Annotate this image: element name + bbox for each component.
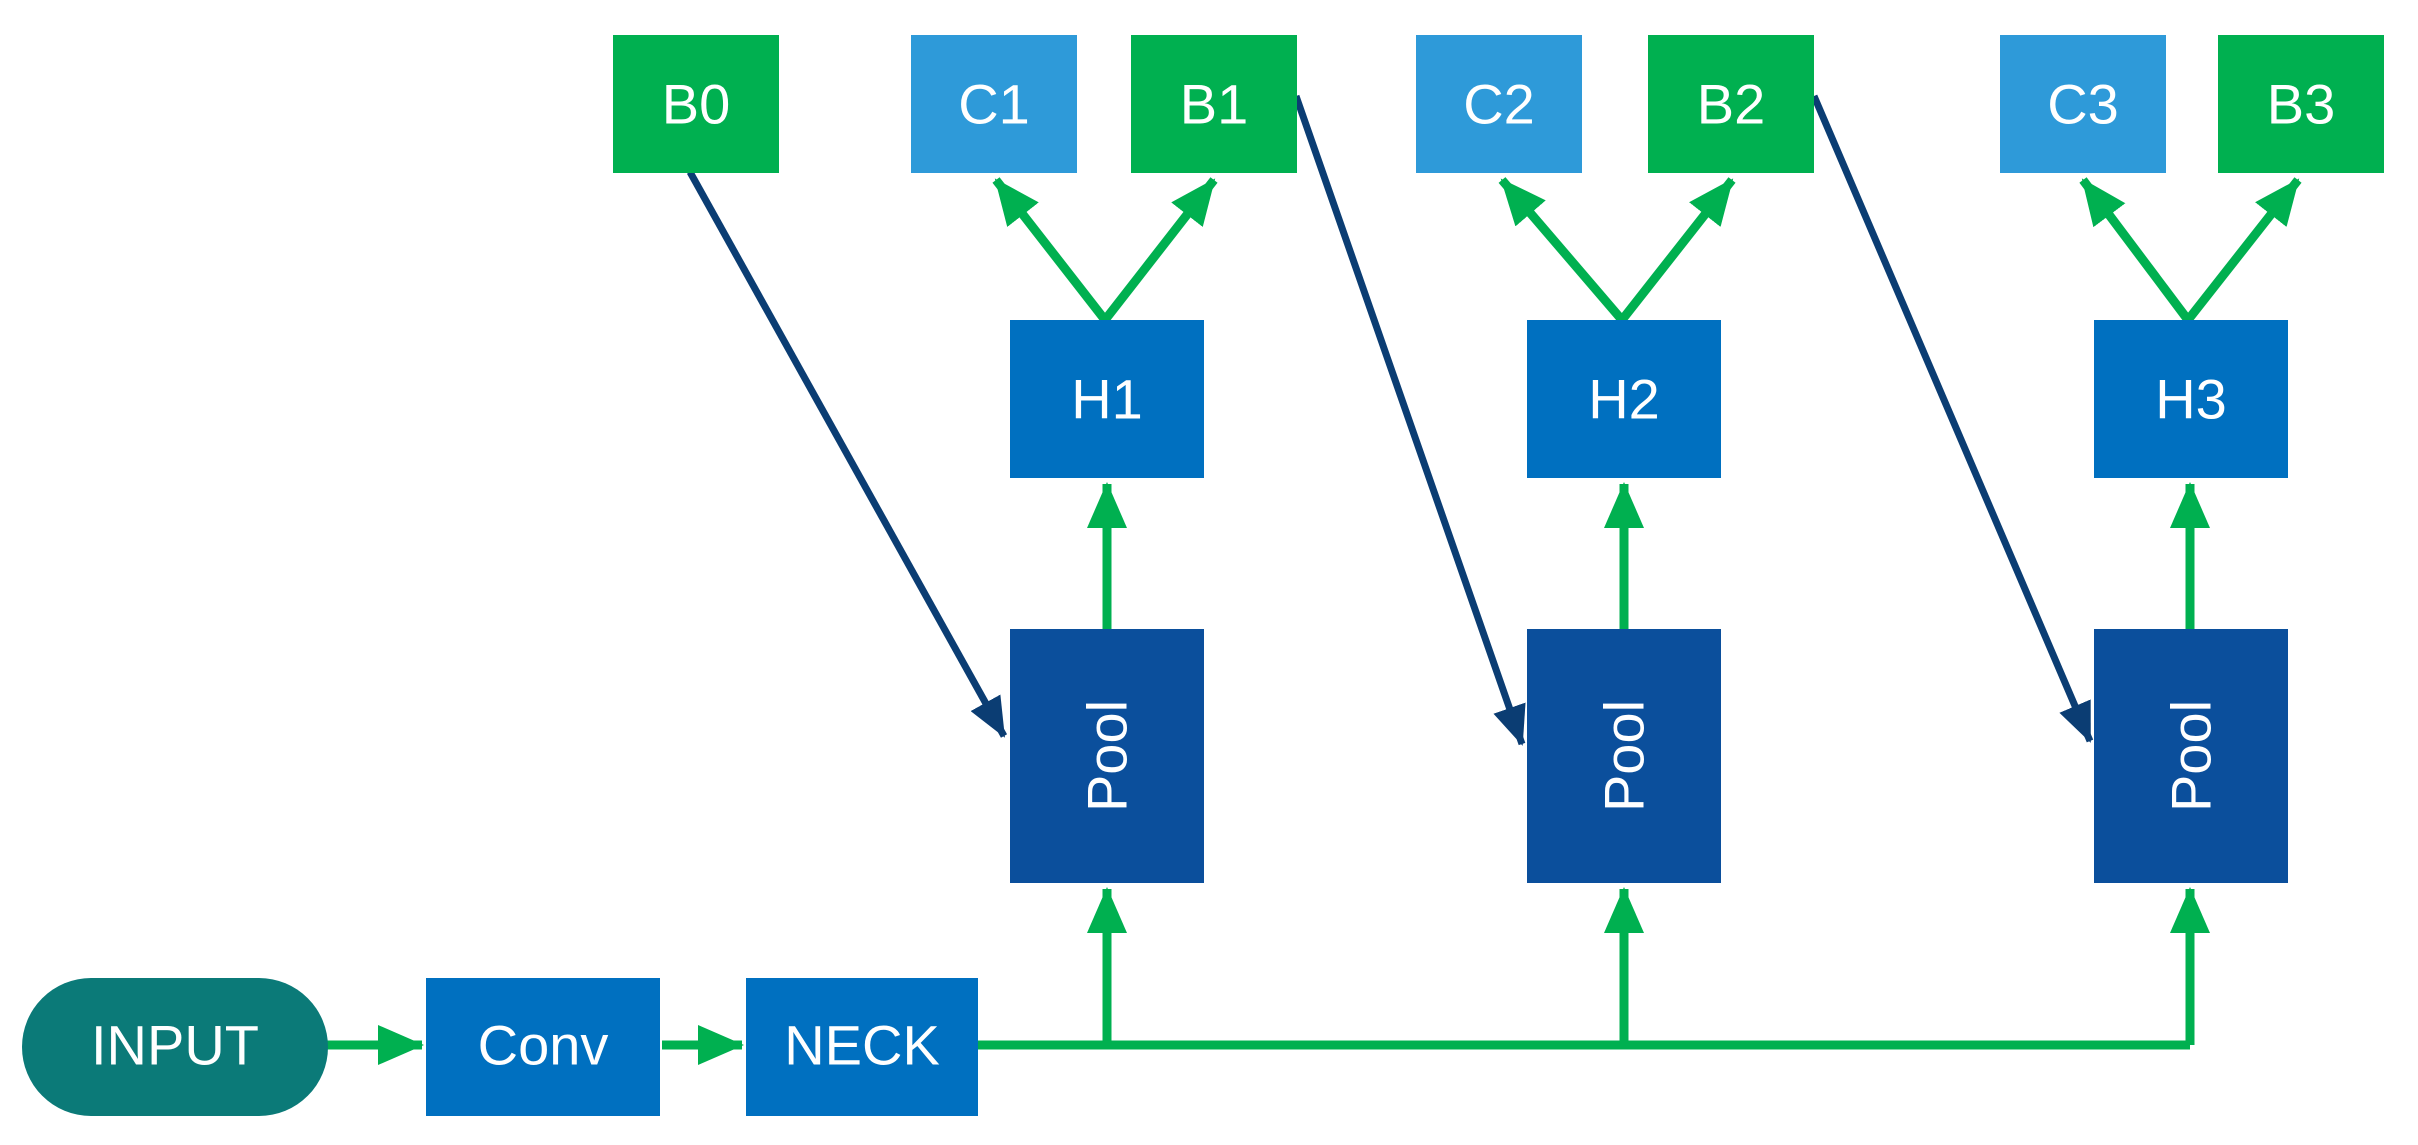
input-label: INPUT <box>91 1014 259 1077</box>
neck-label: NECK <box>784 1014 940 1077</box>
arrow-h1-to-c1 <box>992 177 1109 323</box>
pool-label-2: Pool <box>1593 700 1656 812</box>
arrow-h3-to-c3 <box>2079 177 2192 323</box>
box-output-b1: B1 <box>1131 35 1297 173</box>
pool-label-3: Pool <box>2160 700 2223 812</box>
box-output-b3: B3 <box>2218 35 2384 173</box>
arrow-h3-to-b3 <box>2184 177 2302 323</box>
head-node-2: H2 <box>1527 320 1721 478</box>
input-node: INPUT <box>22 978 328 1116</box>
pool-node-2: Pool <box>1527 629 1721 883</box>
pool-label-1: Pool <box>1076 700 1139 812</box>
box-output-b2: B2 <box>1648 35 1814 173</box>
arrow-h2-to-c2 <box>1498 177 1626 323</box>
head-node-1: H1 <box>1010 320 1204 478</box>
box-output-b0: B0 <box>613 35 779 173</box>
arrow-b2-to-pool3 <box>1810 94 2094 743</box>
conv-label: Conv <box>478 1014 609 1077</box>
class-output-c3: C3 <box>2000 35 2166 173</box>
head-node-3: H3 <box>2094 320 2288 478</box>
conv-node: Conv <box>426 978 660 1116</box>
b2-label: B2 <box>1697 73 1766 136</box>
neck-node: NECK <box>746 978 978 1116</box>
arrow-b1-to-pool2 <box>1292 94 1526 746</box>
arrow-h2-to-b2 <box>1618 177 1736 323</box>
pool-node-3: Pool <box>2094 629 2288 883</box>
c3-label: C3 <box>2047 73 2119 136</box>
c1-label: C1 <box>958 73 1030 136</box>
b3-label: B3 <box>2267 73 2336 136</box>
b1-label: B1 <box>1180 73 1249 136</box>
b0-label: B0 <box>662 73 731 136</box>
class-output-c1: C1 <box>911 35 1077 173</box>
c2-label: C2 <box>1463 73 1535 136</box>
arrow-b0-to-pool1 <box>686 170 1008 738</box>
head-label-2: H2 <box>1588 368 1660 431</box>
class-output-c2: C2 <box>1416 35 1582 173</box>
head-label-1: H1 <box>1071 368 1143 431</box>
green-connectors <box>326 177 2302 1065</box>
pool-node-1: Pool <box>1010 629 1204 883</box>
box-refinement-connectors <box>686 94 2094 746</box>
head-label-3: H3 <box>2155 368 2227 431</box>
arrow-h1-to-b1 <box>1101 177 1218 323</box>
